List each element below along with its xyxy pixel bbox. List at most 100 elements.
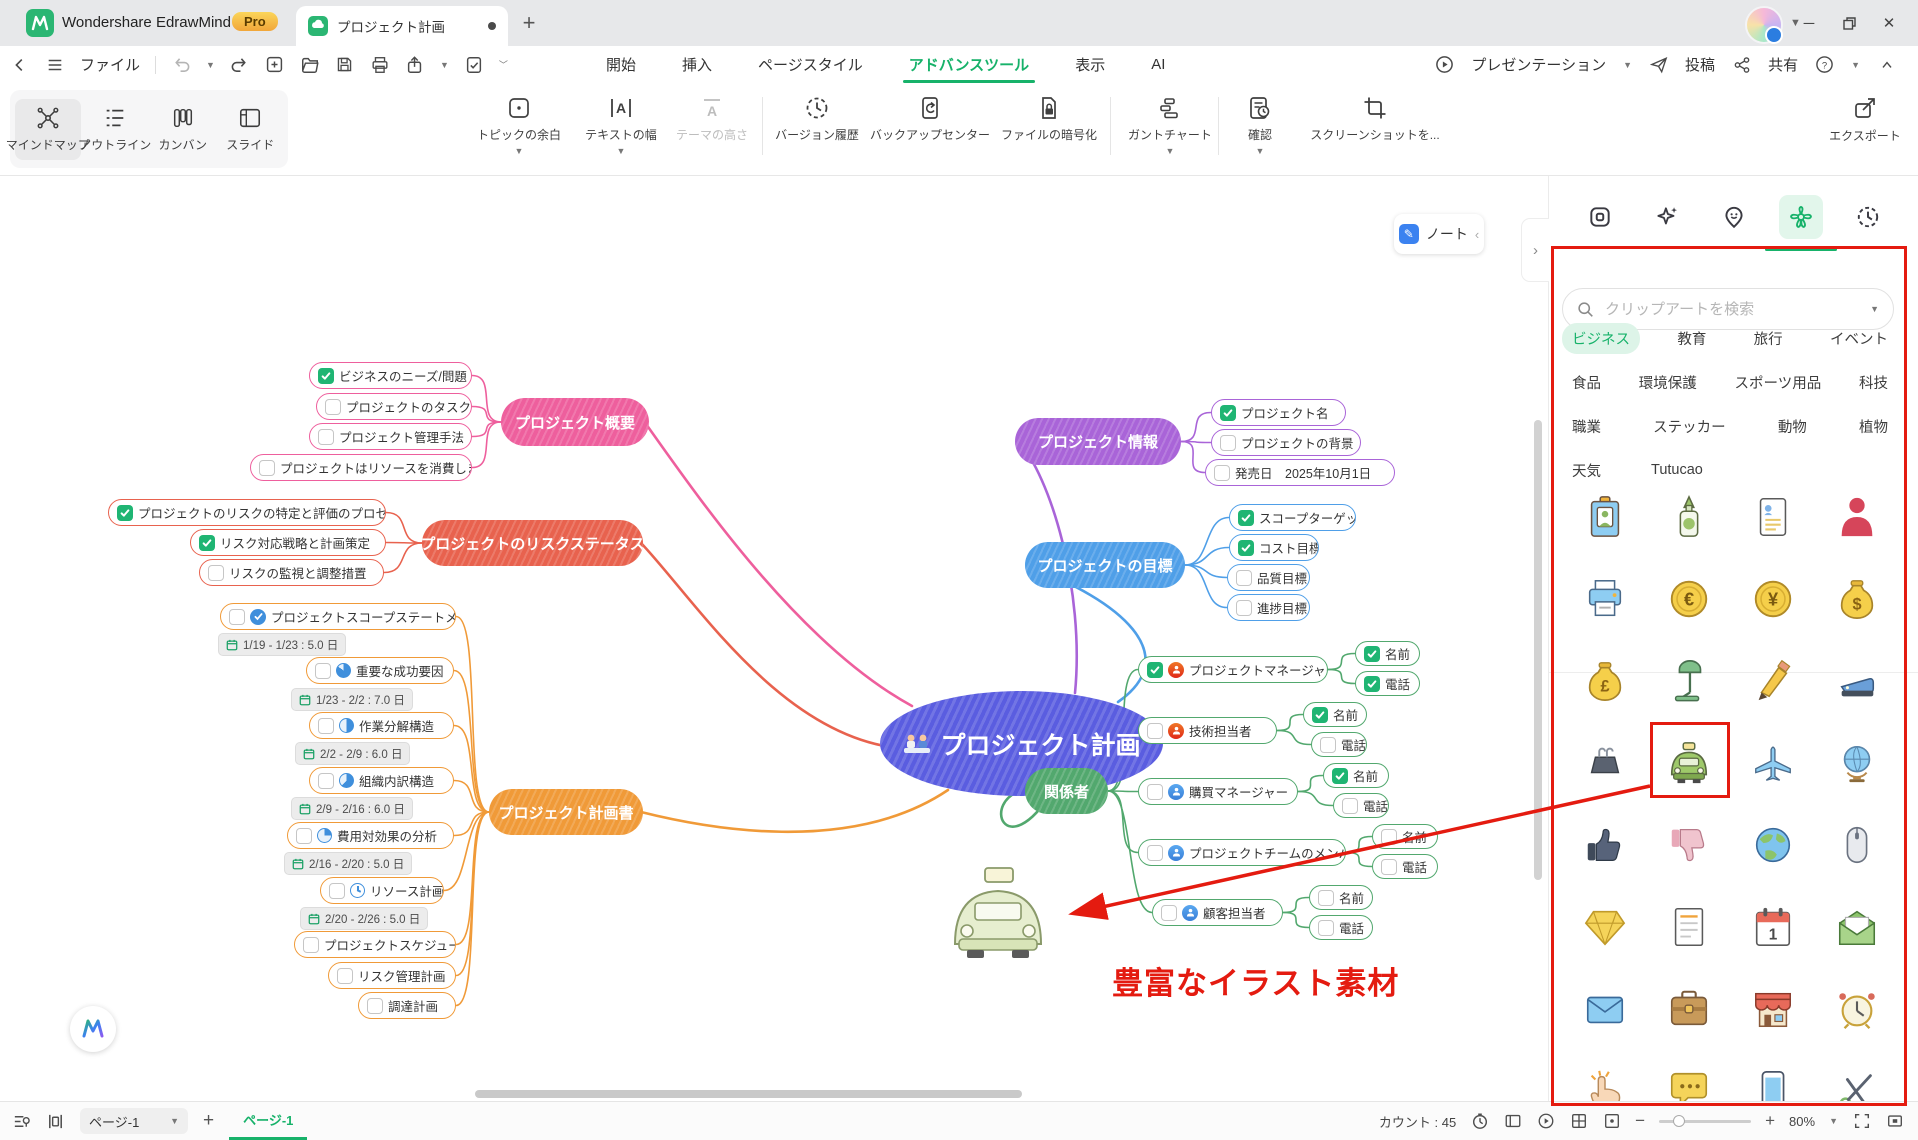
clipart-pound-bag-icon[interactable]: £: [1581, 657, 1629, 705]
clipart-alarm-clock-icon[interactable]: [1833, 985, 1881, 1033]
search-input[interactable]: [1603, 299, 1862, 319]
branch-stake[interactable]: 関係者: [1025, 768, 1108, 814]
topic[interactable]: 顧客担当者: [1152, 899, 1283, 926]
checkbox-empty[interactable]: [1236, 569, 1252, 586]
checkbox-checked[interactable]: [199, 534, 215, 551]
central-topic[interactable]: プロジェクト計画: [880, 691, 1163, 796]
category-chip[interactable]: 科技: [1858, 375, 1888, 392]
checkbox-empty[interactable]: [1147, 844, 1163, 861]
clipart-printer-icon[interactable]: [1581, 575, 1629, 623]
collapse-ribbon-icon[interactable]: [1877, 55, 1896, 74]
view-mode-4[interactable]: スライド: [217, 99, 283, 160]
page-tab[interactable]: ページ-1: [229, 1102, 308, 1140]
progress-pie-icon[interactable]: [339, 718, 354, 733]
checkbox-empty[interactable]: [337, 967, 353, 984]
progress-done-icon[interactable]: [250, 608, 266, 625]
play-icon[interactable]: [1536, 1112, 1555, 1131]
checkbox-empty[interactable]: [318, 772, 334, 789]
checkbox-empty[interactable]: [1381, 828, 1397, 845]
category-chip[interactable]: ステッカー: [1653, 419, 1726, 436]
clipart-store-icon[interactable]: [1749, 985, 1797, 1033]
restore-button[interactable]: [1829, 0, 1869, 46]
panel-tab-clipart-flower-icon[interactable]: [1764, 195, 1837, 251]
minimize-button[interactable]: ─: [1803, 14, 1815, 32]
fullscreen-icon[interactable]: [1852, 1112, 1871, 1131]
category-chip[interactable]: 動物: [1777, 419, 1807, 436]
clipart-glue-bottle-icon[interactable]: [1665, 493, 1713, 541]
clipart-mail-icon[interactable]: [1581, 985, 1629, 1033]
topic[interactable]: 品質目標: [1227, 564, 1310, 591]
vertical-scrollbar[interactable]: [1534, 420, 1542, 880]
category-chip[interactable]: 植物: [1858, 419, 1888, 436]
checkbox-empty[interactable]: [1214, 464, 1230, 481]
post-icon[interactable]: [1649, 55, 1668, 74]
sub-topic[interactable]: 名前: [1309, 885, 1373, 910]
view-mode-1[interactable]: マインドマップ: [6, 98, 90, 160]
sub-topic[interactable]: 名前: [1323, 763, 1389, 788]
topic[interactable]: プロジェクトチームのメンバ: [1138, 839, 1346, 866]
clipart-briefcase-icon[interactable]: [1665, 985, 1713, 1033]
sub-topic[interactable]: 電話: [1355, 671, 1420, 696]
post-button[interactable]: 投稿: [1685, 57, 1716, 74]
new-tab-button[interactable]: +: [522, 10, 536, 35]
grid-view-icon[interactable]: [1569, 1112, 1588, 1131]
checkbox-checked[interactable]: [1238, 509, 1254, 526]
file-menu[interactable]: ファイル: [80, 57, 141, 74]
checkbox-empty[interactable]: [1161, 904, 1177, 921]
progress-pie-icon[interactable]: [339, 773, 354, 788]
redo-icon[interactable]: [230, 55, 250, 75]
sub-topic[interactable]: 名前: [1303, 702, 1367, 727]
checkbox-empty[interactable]: [303, 936, 319, 953]
tool-review[interactable]: 確認▼: [1205, 95, 1315, 156]
sub-topic[interactable]: 電話: [1372, 854, 1438, 879]
category-chip[interactable]: Tutucao: [1651, 462, 1703, 478]
sub-topic[interactable]: 名前: [1355, 641, 1420, 666]
checkbox-checked[interactable]: [1238, 539, 1254, 556]
zoom-slider-knob[interactable]: [1673, 1114, 1686, 1127]
tool-margin[interactable]: トピックの余白▼: [464, 95, 574, 156]
split-view-icon[interactable]: [46, 1112, 65, 1131]
checkbox-empty[interactable]: [1220, 434, 1236, 451]
checkbox-empty[interactable]: [315, 662, 331, 679]
checkbox-checked[interactable]: [1364, 675, 1380, 692]
panel-tab-ai-sparkle-icon[interactable]: [1645, 195, 1689, 239]
clipart-airplane-icon[interactable]: [1749, 739, 1797, 787]
note-collapse-icon[interactable]: ‹: [1474, 226, 1480, 242]
menu-icon[interactable]: [45, 55, 65, 75]
share-icon[interactable]: [1732, 55, 1751, 74]
ribbon-tab-4[interactable]: アドバンスツール: [902, 47, 1036, 83]
help-icon[interactable]: ?: [1815, 55, 1834, 74]
checkbox-empty[interactable]: [367, 997, 383, 1014]
checkbox-empty[interactable]: [229, 608, 245, 625]
topic[interactable]: プロジェクトスコープステートメント: [220, 603, 456, 630]
fit-window-icon[interactable]: [1885, 1112, 1904, 1131]
ribbon-tab-1[interactable]: 開始: [606, 57, 637, 74]
clipart-memo-icon[interactable]: [1665, 903, 1713, 951]
tool-encrypt[interactable]: ファイルの暗号化: [994, 95, 1104, 143]
clipart-hand-click-icon[interactable]: [1581, 1067, 1629, 1101]
tool-backup[interactable]: バックアップセンター: [870, 95, 990, 143]
checkbox-checked[interactable]: [1147, 661, 1163, 678]
presentation-play-icon[interactable]: [1435, 55, 1454, 74]
topic[interactable]: プロジェクトの背景: [1211, 429, 1361, 456]
checkbox-empty[interactable]: [325, 398, 341, 415]
clipart-binder-clip-icon[interactable]: [1581, 739, 1629, 787]
undo-icon[interactable]: [171, 55, 191, 75]
checkbox-empty[interactable]: [1320, 736, 1336, 753]
checkbox-checked[interactable]: [1220, 404, 1236, 421]
branch-risk[interactable]: プロジェクトのリスクステータス: [422, 520, 643, 566]
search-dropdown-icon[interactable]: ▼: [1870, 304, 1879, 314]
navigator-icon[interactable]: [1602, 1112, 1621, 1131]
clipart-smartphone-icon[interactable]: [1749, 1067, 1797, 1101]
undo-chevron-icon[interactable]: ▼: [206, 59, 215, 70]
topic[interactable]: リスク対応戦略と計画策定: [190, 529, 386, 556]
sub-topic[interactable]: 名前: [1372, 824, 1438, 849]
category-chip[interactable]: 食品: [1572, 375, 1601, 392]
checkbox-checked[interactable]: [1364, 645, 1380, 662]
task-check-icon[interactable]: [464, 55, 484, 75]
ribbon-tab-6[interactable]: AI: [1151, 56, 1166, 73]
clipart-mail-open-icon[interactable]: [1833, 903, 1881, 951]
topic[interactable]: 重要な成功要因: [306, 657, 454, 684]
clipart-scissors-icon[interactable]: [1833, 1067, 1881, 1101]
